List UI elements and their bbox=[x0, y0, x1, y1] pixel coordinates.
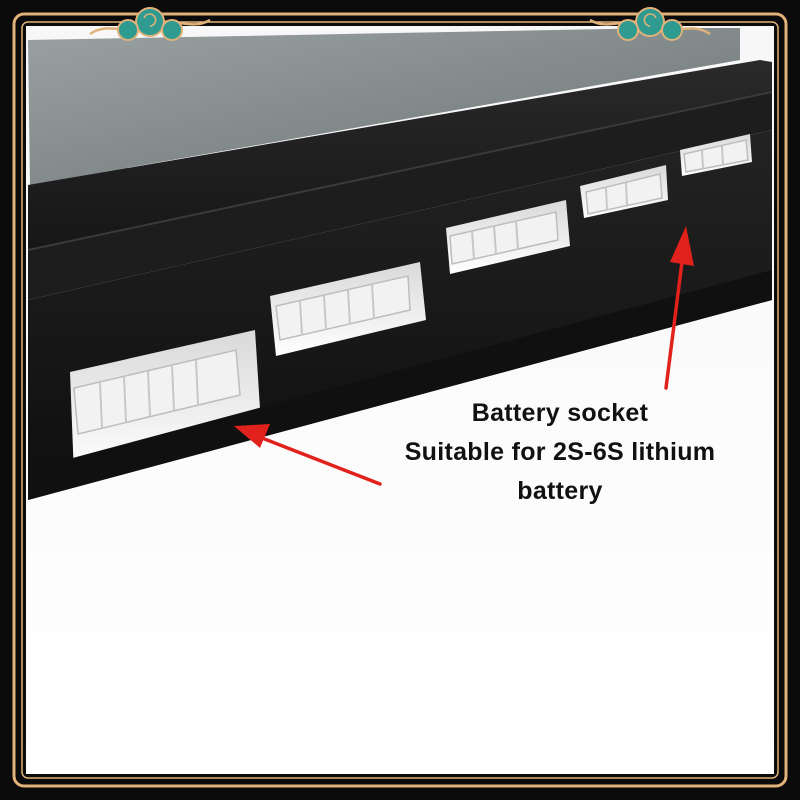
cloud-ornament-right bbox=[589, 7, 711, 41]
connector bbox=[585, 173, 663, 215]
device-rib bbox=[28, 92, 772, 300]
connector bbox=[73, 349, 241, 435]
balance-connectors bbox=[73, 139, 749, 435]
connector bbox=[683, 139, 749, 173]
connector bbox=[449, 211, 559, 265]
bottom-rail bbox=[28, 270, 772, 500]
gold-frame bbox=[12, 12, 788, 788]
cloud-ornament-left bbox=[89, 7, 211, 41]
arrow-right-socket bbox=[664, 226, 694, 390]
socket-caption: Battery socket Suitable for 2S-6S lithiu… bbox=[382, 394, 738, 511]
caption-line-2: Suitable for 2S-6S lithium bbox=[404, 438, 716, 466]
arrow-left-socket bbox=[234, 424, 382, 486]
connector bbox=[275, 275, 411, 341]
lcd-screen bbox=[28, 28, 740, 185]
device-top-face bbox=[28, 60, 772, 250]
caption-line-3: battery bbox=[517, 477, 603, 505]
caption-line-1: Battery socket bbox=[471, 399, 649, 427]
